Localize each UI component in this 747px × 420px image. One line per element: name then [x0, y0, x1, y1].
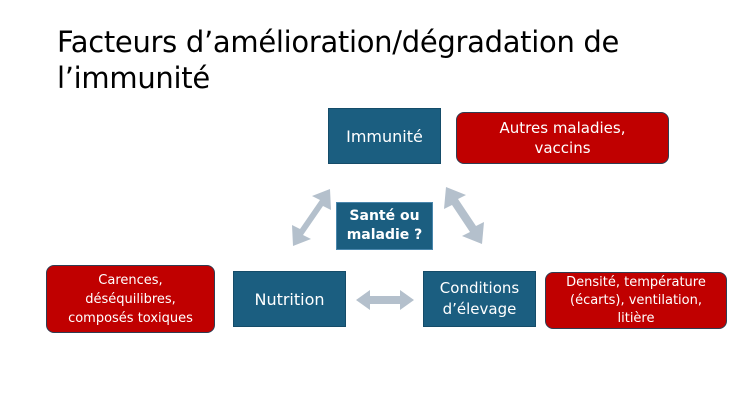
immunite-node: Immunité [328, 108, 441, 164]
nutrition-label: Nutrition [254, 289, 325, 309]
double-arrow-immunite-conditions [444, 187, 484, 244]
conditions-elevage-node: Conditions d’élevage [423, 271, 536, 327]
densite-temperature-box: Densité, température (écarts), ventilati… [545, 272, 727, 329]
autres-maladies-label: Autres maladies, vaccins [499, 119, 626, 157]
conditions-elevage-label: Conditions d’élevage [439, 279, 520, 318]
autres-maladies-box: Autres maladies, vaccins [456, 112, 669, 164]
sante-ou-maladie-box: Santé ou maladie ? [336, 202, 433, 250]
densite-temperature-label: Densité, température (écarts), ventilati… [566, 274, 706, 326]
carences-box: Carences, déséquilibres, composés toxiqu… [46, 265, 215, 333]
immunite-label: Immunité [346, 126, 423, 146]
double-arrow-immunite-nutrition [292, 189, 331, 246]
slide-title: Facteurs d’amélioration/dégradation de l… [57, 25, 620, 95]
sante-ou-maladie-label: Santé ou maladie ? [346, 208, 423, 243]
double-arrow-nutrition-conditions [356, 290, 414, 310]
carences-label: Carences, déséquilibres, composés toxiqu… [68, 272, 193, 326]
nutrition-node: Nutrition [233, 271, 346, 327]
